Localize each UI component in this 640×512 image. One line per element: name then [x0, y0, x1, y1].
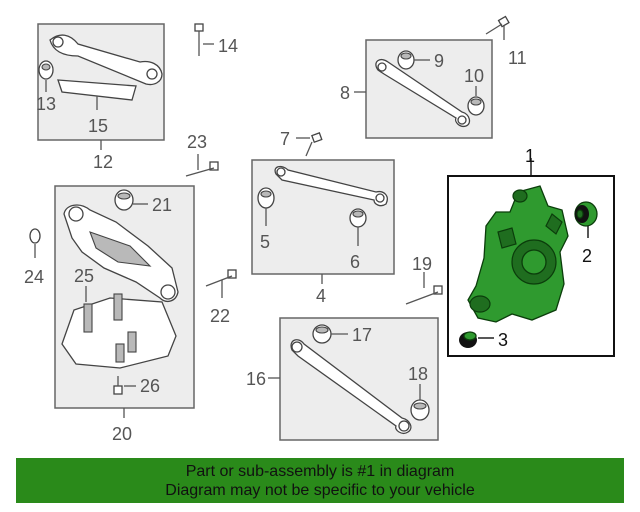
nut-24[interactable]	[29, 228, 41, 258]
group-1-knuckle[interactable]	[447, 175, 615, 357]
bolt-19[interactable]	[405, 272, 443, 305]
parts-diagram: 12 13 15 14 8 9 10 11 7	[24, 15, 615, 444]
callout-20: 20	[112, 424, 132, 444]
bolt-22[interactable]	[205, 269, 237, 298]
callout-18: 18	[408, 364, 428, 384]
group-8-lateral-link[interactable]	[365, 39, 493, 139]
callout-2: 2	[582, 246, 592, 266]
callout-26: 26	[140, 376, 160, 396]
callout-24: 24	[24, 267, 44, 287]
callout-23: 23	[187, 132, 207, 152]
bolt-11[interactable]	[485, 15, 510, 40]
callout-10: 10	[464, 66, 484, 86]
group-16-lower-link[interactable]	[279, 317, 439, 441]
callout-13: 13	[36, 94, 56, 114]
diagram-notice-banner: Part or sub-assembly is #1 in diagram Di…	[16, 458, 624, 503]
bolt-23[interactable]	[185, 154, 219, 177]
callout-6: 6	[350, 252, 360, 272]
callout-1: 1	[525, 146, 535, 166]
callout-7: 7	[280, 129, 290, 149]
callout-15: 15	[88, 116, 108, 136]
callout-19: 19	[412, 254, 432, 274]
callout-21: 21	[152, 195, 172, 215]
notice-line-1: Part or sub-assembly is #1 in diagram	[185, 463, 455, 480]
bolt-14[interactable]	[194, 23, 214, 56]
callout-16: 16	[246, 369, 266, 389]
callout-22: 22	[210, 306, 230, 326]
bolt-7[interactable]	[296, 132, 323, 157]
callout-5: 5	[260, 232, 270, 252]
callout-4: 4	[316, 286, 326, 306]
group-12-upper-control-arm[interactable]	[37, 23, 165, 141]
callout-14: 14	[218, 36, 238, 56]
callout-12: 12	[93, 152, 113, 172]
callout-17: 17	[352, 325, 372, 345]
callout-11: 11	[508, 48, 527, 68]
callout-9: 9	[434, 51, 444, 71]
callout-3: 3	[498, 330, 508, 350]
callout-25: 25	[74, 266, 94, 286]
group-4-trailing-link[interactable]	[251, 159, 395, 275]
notice-line-2: Diagram may not be specific to your vehi…	[165, 482, 475, 499]
group-20-lower-control-arm[interactable]	[54, 185, 195, 409]
callout-8: 8	[340, 83, 350, 103]
